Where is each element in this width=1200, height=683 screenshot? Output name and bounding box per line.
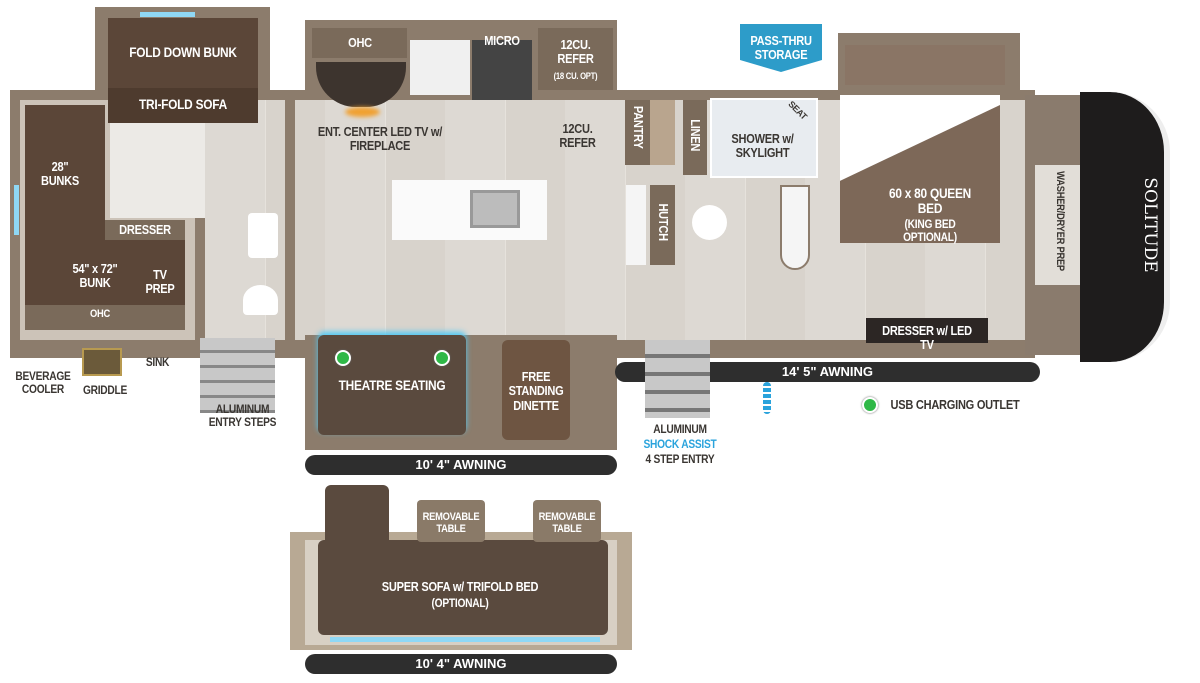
brand-logo: SOLITUDE	[1140, 177, 1160, 273]
led-strip	[330, 637, 600, 642]
fold-down-bunk-label: FOLD DOWN BUNK	[129, 44, 237, 60]
bunk-floor-area	[110, 123, 205, 218]
lavatory-sink	[248, 213, 278, 258]
washer-dryer-label: WASHER/DRYER PREP	[1054, 171, 1067, 271]
fold-down-bunk	[108, 18, 258, 88]
micro-range	[472, 40, 532, 100]
awning-main: 14' 5" AWNING	[615, 362, 1040, 382]
window	[14, 185, 19, 235]
hutch	[650, 185, 675, 265]
ohc-kitchen	[312, 28, 407, 58]
ent-center-label: ENT. CENTER LED TV w/ FIREPLACE	[317, 124, 443, 154]
toilet	[243, 285, 278, 315]
beverage-cooler-label: BEVERAGE COOLER	[15, 369, 71, 397]
washer-dryer-area	[1035, 165, 1085, 285]
hutch-label: HUTCH	[656, 203, 672, 241]
bunks-28-label: 28" BUNKS	[40, 159, 80, 189]
tri-fold-sofa	[108, 88, 258, 123]
refer-top-label: 12CU. REFER	[557, 37, 594, 67]
micro-label: MICRO	[484, 33, 520, 48]
step-entry-label-3: 4 STEP ENTRY	[645, 452, 715, 466]
refer-top	[538, 28, 613, 90]
bunk-54x72-label: 54" x 72" BUNK	[72, 261, 118, 291]
refer-opt-label: (18 CU. OPT)	[553, 71, 598, 81]
removable-table	[533, 500, 601, 542]
dresser-led-tv	[866, 318, 988, 343]
linen	[683, 100, 707, 175]
pantry-shelves	[650, 100, 675, 165]
hose-icon	[763, 382, 771, 414]
removable-table-label-2: REMOVABLE TABLE	[538, 511, 596, 536]
sink-label: SINK	[145, 355, 170, 369]
usb-outlet-icon	[335, 350, 351, 366]
headboard	[845, 45, 1005, 85]
pass-thru-storage-tag	[740, 24, 822, 72]
dresser-tv-label: DRESSER w/ LED TV	[882, 323, 972, 353]
pantry-label: PANTRY	[631, 105, 647, 149]
theatre-seating-label: THEATRE SEATING	[338, 377, 446, 393]
bath-vanity	[780, 185, 810, 270]
super-sofa-label: SUPER SOFA w/ TRIFOLD BED	[381, 579, 539, 594]
ohc-bunk-label: OHC	[89, 308, 111, 320]
step-entry-label-2: SHOCK ASSIST	[643, 437, 717, 451]
hutch-counter	[626, 185, 646, 265]
kitchen-island	[392, 180, 547, 240]
shock-assist-steps	[645, 340, 710, 418]
step-entry-label-1: ALUMINUM	[653, 422, 707, 436]
dresser-label: DRESSER	[119, 222, 171, 237]
shower-label: SHOWER w/ SKYLIGHT	[731, 131, 794, 161]
linen-label: LINEN	[688, 119, 704, 152]
griddle-icon	[82, 348, 122, 376]
partition-wall	[285, 95, 295, 345]
usb-legend-label: USB CHARGING OUTLET	[890, 397, 1020, 412]
refer-main-label: 12CU. REFER	[559, 121, 596, 151]
pantry	[625, 100, 650, 165]
kitchen-sink	[470, 190, 520, 228]
king-opt-label: (KING BED OPTIONAL)	[903, 217, 957, 245]
ohc-bunk	[25, 305, 185, 330]
usb-outlet-icon	[434, 350, 450, 366]
removable-table-label-1: REMOVABLE TABLE	[422, 511, 480, 536]
pass-thru-label: PASS-THRU STORAGE	[750, 33, 812, 63]
usb-legend-icon	[862, 397, 878, 413]
window	[140, 12, 195, 17]
awning-rear: 10' 4" AWNING	[305, 455, 617, 475]
griddle-label: GRIDDLE	[82, 383, 128, 397]
ohc-kitchen-label: OHC	[348, 35, 372, 50]
toilet	[692, 205, 727, 240]
entry-steps-label: ALUMINUM ENTRY STEPS	[208, 402, 277, 430]
shower	[710, 98, 818, 178]
fireplace-icon	[345, 107, 380, 117]
counter	[410, 40, 470, 95]
tri-fold-sofa-label: TRI-FOLD SOFA	[139, 96, 227, 112]
dinette-label: FREE STANDING DINETTE	[508, 369, 564, 413]
removable-table	[417, 500, 485, 542]
super-sofa	[318, 540, 608, 635]
awning-option: 10' 4" AWNING	[305, 654, 617, 674]
dinette-table	[502, 340, 570, 440]
front-cap	[1080, 92, 1170, 362]
dresser	[105, 220, 185, 240]
tv-prep-label: TV PREP	[145, 267, 175, 297]
queen-bed-label: 60 x 80 QUEEN BED	[888, 185, 972, 217]
super-sofa-optional-label: (OPTIONAL)	[431, 596, 489, 610]
entry-steps	[200, 338, 275, 413]
